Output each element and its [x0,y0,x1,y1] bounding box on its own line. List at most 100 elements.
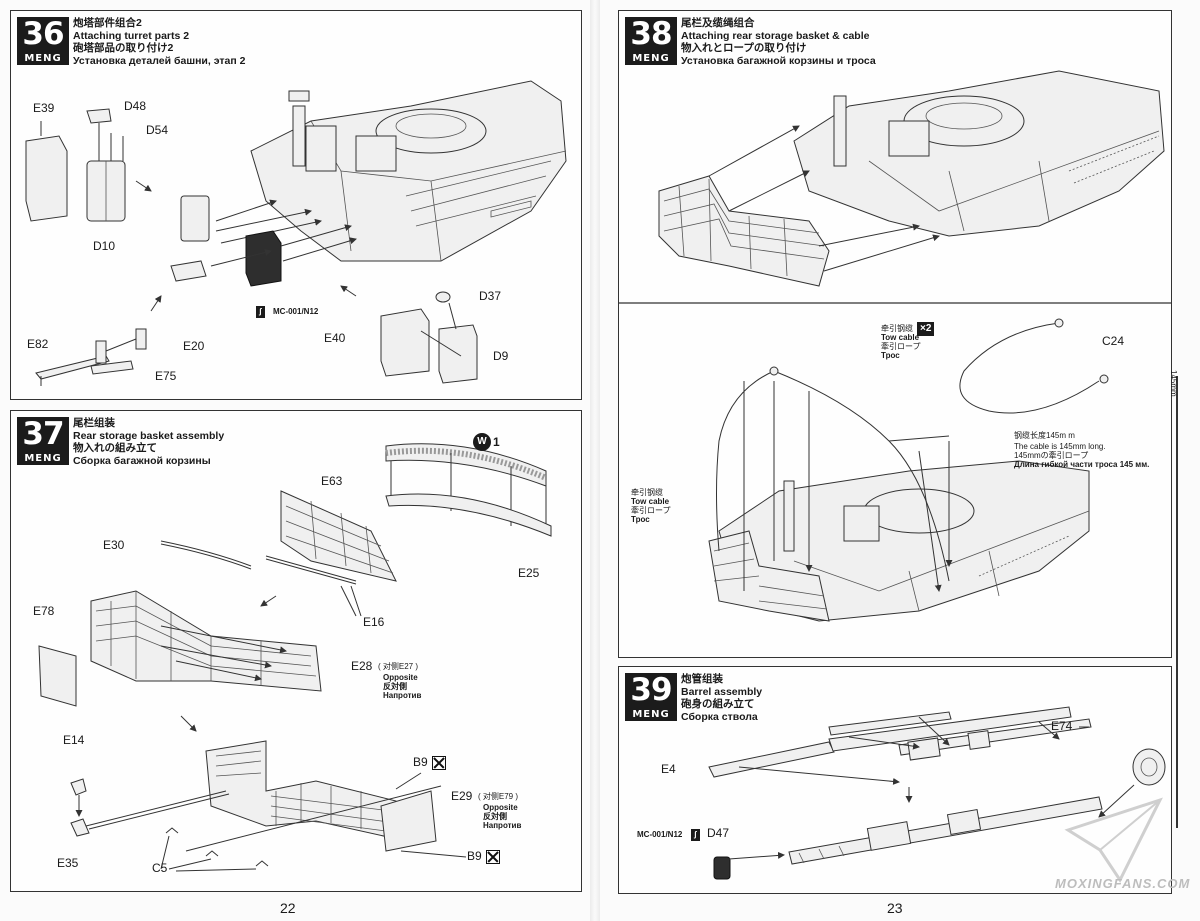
title-jp: 砲塔部品の取り付け2 [73,42,174,54]
title-en: Barrel assembly [681,685,763,698]
title-jp: 物入れの組み立て [73,442,157,454]
part-e25 [385,493,552,537]
page-left: 36 MENG 炮塔部件组合2 Attaching turret parts 2… [0,0,590,921]
e29-note-cn: ( 对侧E79 ) [478,792,519,801]
cable-side [716,370,775,552]
b9-text: B9 [413,755,428,769]
cut-symbol-icon [485,849,500,864]
part-e16 [265,555,357,582]
label-e40: E40 [324,331,346,345]
step-37-titles: 尾栏组装 Rear storage basket assembly 物入れの組み… [73,417,224,467]
part-e78 [38,645,77,707]
brand-logo: MENG [632,53,670,64]
label-d37: D37 [479,289,502,303]
part-d47 [713,856,731,880]
cable-note-en: The cable is 145mm long. [1014,442,1106,451]
cable-note-cn: 钢缆长度145m m [1014,431,1075,440]
paint-code: MC-001/N12 [637,830,683,839]
title-jp: 砲身の組み立て [681,698,755,710]
part-e30 [160,540,252,567]
tow-cable-top-cn: 牵引钢缆 [881,324,913,333]
cable-note-ru: Длина гибкой части троса 145 мм. [1014,460,1150,469]
cable-c24 [959,322,1100,414]
step-38-titles: 尾栏及缆绳组合 Attaching rear storage basket & … [681,17,876,67]
step-39-panel: 39 MENG 炮管组装 Barrel assembly 砲身の組み立て Сбо… [618,666,1172,894]
title-ru: Сборка ствола [681,710,758,723]
muzzle-brake [1132,748,1166,786]
label-e35: E35 [57,856,79,870]
e28-note-jp: 反対側 [383,682,407,691]
step-36-titles: 炮塔部件组合2 Attaching turret parts 2 砲塔部品の取り… [73,17,245,67]
label-d9: D9 [493,349,509,363]
brand-logo: MENG [24,453,62,464]
label-e30: E30 [103,538,125,552]
label-d48: D48 [124,99,147,113]
part-d37 [435,291,451,303]
e28-note-ru: Напротив [383,691,422,700]
paint-icon: ʃ [256,306,265,318]
step-38-drawing [619,70,1171,622]
tow-cable-side-jp: 牽引ロープ [631,506,671,515]
title-ru: Установка багажной корзины и троса [681,54,876,67]
brand-logo: MENG [632,709,670,720]
title-cn: 炮管组装 [681,673,723,685]
paint-code: MC-001/N12 [273,307,319,316]
label-e20: E20 [183,339,205,353]
step-36-drawing [25,80,567,386]
cut-symbol-icon [431,755,446,770]
tow-cable-top-jp: 牽引ロープ [881,342,921,351]
ruler-label: 145mm [1169,370,1178,397]
label-c24: C24 [1102,334,1125,348]
title-jp: 物入れとロープの取り付け [681,42,807,54]
turret-upper-illustration [793,70,1165,237]
label-e29: E29 [451,789,473,803]
label-e82: E82 [27,337,49,351]
label-e63: E63 [321,474,343,488]
step-36-panel: 36 MENG 炮塔部件组合2 Attaching turret parts 2… [10,10,582,400]
paint-icon: ʃ [691,829,700,841]
glue-badge-icon: W [473,433,491,451]
tow-cable-side-en: Tow cable [631,497,670,506]
page-gutter [588,0,602,921]
step-37-panel: 37 MENG 尾栏组装 Rear storage basket assembl… [10,410,582,892]
part-e75 [90,360,134,375]
label-e74: E74 [1051,719,1073,733]
step-39-drawing [708,706,1166,880]
watermark-text: MOXINGFANS.COM [1055,876,1191,891]
e29-note-ru: Напротив [483,821,522,830]
label-c5: C5 [152,861,168,875]
e29-note-en: Opposite [483,803,518,812]
tow-cable-top-en: Tow cable [881,333,920,342]
title-en: Rear storage basket assembly [73,429,225,442]
label-e28: E28 [351,659,373,673]
step-37-drawing [38,443,552,872]
step-39-badge: 39 MENG [625,672,677,721]
label-e39: E39 [33,101,55,115]
glue-count: 1 [493,435,500,449]
label-e14: E14 [63,733,85,747]
label-d47: D47 [707,826,730,840]
label-b9-top: B9 [413,755,446,770]
part-mount [180,195,210,242]
e28-note-cn: ( 对侧E27 ) [378,662,419,671]
turret-illustration [250,80,567,262]
step-number: 38 [630,16,672,52]
step-number: 39 [630,672,672,708]
part-cage [90,590,322,692]
part-e20 [135,328,147,350]
title-cn: 炮塔部件组合2 [73,17,142,29]
step-37-badge: 37 MENG [17,416,69,465]
cable-note-jp: 145mmの牽引ロープ [1014,451,1089,460]
label-d10: D10 [93,239,116,253]
title-ru: Сборка багажной корзины [73,454,211,467]
step-38-badge: 38 MENG [625,16,677,65]
part-e14 [70,778,87,796]
page-number-right: 23 [887,900,903,916]
brand-logo: MENG [24,53,62,64]
step-36-badge: 36 MENG [17,16,69,65]
tow-cable-side-cn: 牵引钢缆 [631,488,663,497]
part-bottom-cage [205,740,407,842]
basket-illustration [658,175,830,287]
part-painted-canister [245,230,282,287]
step-number: 37 [22,416,64,452]
